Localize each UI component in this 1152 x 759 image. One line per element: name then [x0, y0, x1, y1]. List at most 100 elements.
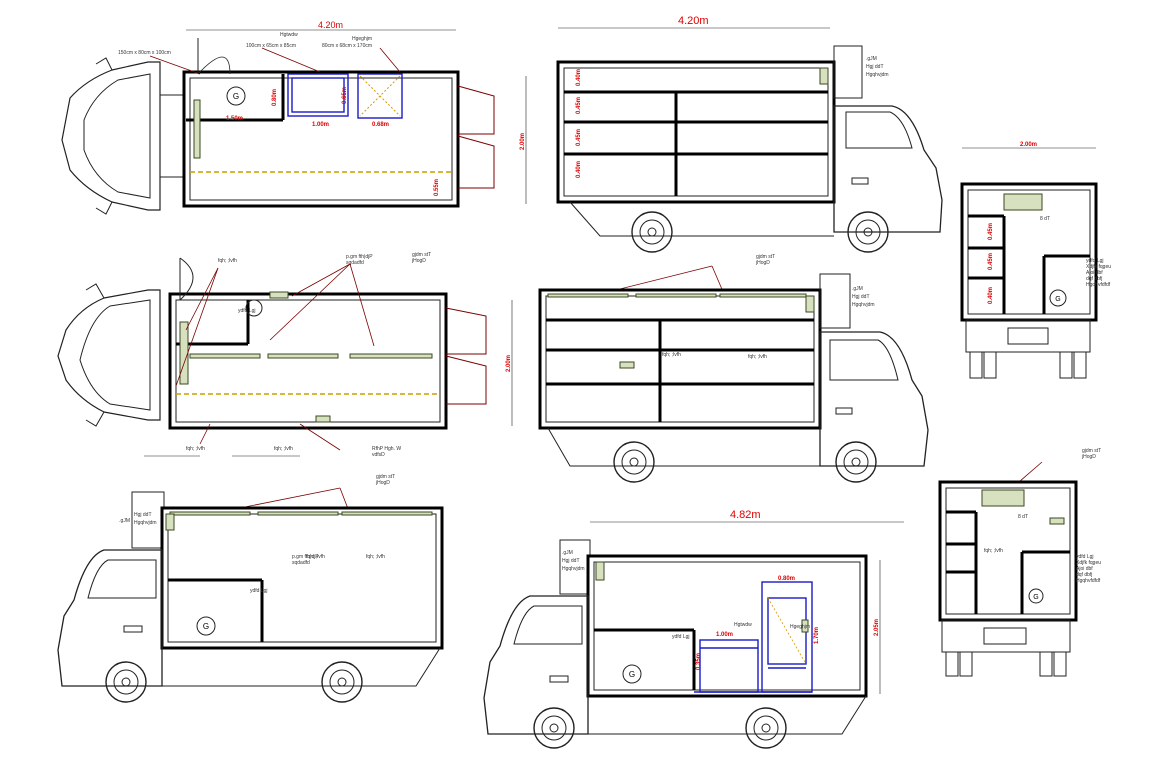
bot-side-note-c: p.gm fth|djP [292, 554, 319, 560]
side-top-shelf3: 0.45m [576, 129, 582, 146]
bot-side-note-e2: fqh; ;lvfh [366, 554, 385, 560]
mid-plan-width-dim: 2.00m [506, 355, 512, 372]
rear-ac-label: 8 dT [1040, 216, 1050, 222]
bl-cab-note-b: Hgj ddT [134, 512, 152, 518]
top-plan-width-dim: 2.00m [520, 133, 526, 150]
bot-mid-note: ydfd Lgj [672, 634, 690, 640]
interior-box-outline [168, 292, 448, 430]
mid-plan-note-g: vdfsD [372, 452, 385, 458]
mid-plan-note-h: ydfd Lgj [238, 308, 256, 314]
side-top-shelf4: 0.40m [576, 161, 582, 178]
rear-note-d: dqf dbfj [1086, 276, 1102, 282]
bot-side-note-e: fqh; ;lvfh [306, 554, 325, 560]
mid-plan-note-d: p.gm fth|djP [346, 254, 373, 260]
mid-side-note-c2: fqh; ;lvfh [748, 354, 767, 360]
bot-rear-note-a: gjdm stT [1082, 448, 1101, 454]
side-top-cab [833, 105, 943, 233]
rear-generator-label: G [1055, 296, 1060, 303]
rear-view-bottom: gjdm stT jHogD 8 dT G fqh; ;lvfh ydfd Lg… [938, 448, 1101, 677]
cab-note-c: Hgqhvjdm [866, 72, 889, 78]
counter-unit-b [287, 73, 349, 117]
br-note-a: ydfd Lgj [1076, 554, 1094, 560]
mid-plan-note-c2: fqh; ;lvfh [186, 446, 205, 452]
mid-plan-note-f: RfhP Hgh. W [372, 446, 401, 452]
bot-ac-unit-icon [981, 489, 1025, 507]
bot-rear-note-b: jHogD [1081, 454, 1096, 460]
rear-d1: 0.45m [988, 223, 994, 240]
br-note-e: Hgqhvfdfdf [1076, 578, 1101, 584]
cab-outline [61, 61, 161, 211]
mid-cab-note-c: Hgqhvjdm [852, 302, 875, 308]
mid-cab-note-a: .gJM [852, 286, 863, 292]
generator-symbol [226, 86, 246, 106]
rear-view-top: 2.00m 8 dT G 0.45m 0.45m 0.40m ydfd Lgj … [960, 142, 1111, 379]
top-plan-cap-b: Hgtwdw [280, 32, 298, 38]
top-plan-item-c: 80cm x 68cm x 170cm [322, 43, 372, 49]
side-top-length-dim: 4.20m [678, 15, 709, 27]
mid-side-note-c: fqh; ;lvfh [662, 352, 681, 358]
fridge-unit-c [357, 73, 403, 119]
side-top-box [556, 60, 836, 204]
mid-plan-note-c: fqh; ;lvfh [218, 258, 237, 264]
side-elevation-top: 4.20m 0.40m 0.45m 0.45m 0.40m .gJM Hgj d… [556, 15, 943, 253]
top-plan-h3: 0.55m [434, 179, 440, 196]
cab-note-b: Hgj ddT [866, 64, 884, 70]
bc-cab-note-a: .gJM [562, 550, 573, 556]
br-generator-label: G [1033, 594, 1038, 601]
rear-note-e: Hgqhvfdfdf [1086, 282, 1111, 288]
bot-rear-ac: 8 dT [1018, 514, 1028, 520]
bot-mid-cap: Hgtwdw [734, 622, 752, 628]
top-plan-item-b: 100cm x 65cm x 85cm [246, 43, 296, 49]
mid-plan-note-e: sqdadfd [346, 260, 364, 266]
interior-plan-view: fqh; ;lvfh p.gm fth|djP sqdadfd gjdm stT… [57, 252, 513, 458]
bot-mid-height-dim: 2.05m [874, 619, 880, 636]
rear-d2: 0.45m [988, 253, 994, 270]
top-plan-h1: 0.80m [272, 89, 278, 106]
mid-side-note-a: gjdm stT [756, 254, 775, 260]
side-mid-box [538, 288, 822, 430]
side-elevation-middle: gjdm stT jHogD fqh; ;lvfh fqh; ;lvfh .gJ… [538, 254, 929, 483]
bc-box [586, 554, 868, 698]
bl-generator-label: G [203, 622, 209, 631]
mid-plan-note-b: jHogD [411, 258, 426, 264]
bl-cab-note-a: .gJM [119, 518, 130, 524]
bot-mid-d1: 0.80m [778, 576, 795, 582]
top-plan-d3: 0.68m [372, 122, 389, 128]
mid-side-note-b: jHogD [755, 260, 770, 266]
bot-mid-length-dim: 4.82m [730, 509, 761, 521]
cargo-box-outline [182, 70, 460, 208]
ac-unit-icon [1003, 193, 1043, 211]
bot-side-note-a: gjdm stT [376, 474, 395, 480]
top-plan-length-dim: 4.20m [318, 20, 343, 30]
top-plan-view: G 4.20m 150cm x 80cm x 100cm 100cm x 65c… [61, 20, 527, 215]
cab-note-a: .gJM [866, 56, 877, 62]
top-plan-item-a: 150cm x 80cm x 100cm [118, 50, 171, 56]
rear-note-a: ydfd Lgj [1086, 258, 1104, 264]
mid-cab-note-b: Hgj ddT [852, 294, 870, 300]
bot-mid-cap2: Hgeghjm [790, 624, 810, 630]
br-note-b: Xdjfk fqgeu [1076, 560, 1101, 566]
generator-label: G [233, 92, 239, 101]
bot-mid-d3: 0.35m [696, 653, 702, 670]
mid-plan-note-a: gjdm stT [412, 252, 431, 258]
bl-box [160, 506, 444, 650]
bot-mid-d2: 1.00m [716, 632, 733, 638]
br-note-c: Ajoi dbf [1076, 566, 1093, 572]
top-plan-d1: 1.50m [226, 116, 243, 122]
side-elevation-bottom-left: gjdm stT jHogD .gJM Hgj ddT Hgqhvjdm G p… [57, 474, 444, 703]
rear-note-c: Ajoi dbf [1086, 270, 1103, 276]
side-top-shelf1: 0.40m [576, 69, 582, 86]
mid-plan-note-c3: fqh; ;lvfh [274, 446, 293, 452]
bot-side-note-f: ydfd Lgj [250, 588, 268, 594]
side-elevation-bottom-center: 4.82m .gJM Hgj ddT Hgqhvjdm G 0.80m 1.00… [483, 509, 904, 749]
br-note-d: dqf dbfj [1076, 572, 1092, 578]
bot-side-note-b: jHogD [375, 480, 390, 486]
rear-d3: 0.40m [988, 287, 994, 304]
bc-generator-label: G [629, 670, 635, 679]
top-plan-d2: 1.00m [312, 122, 329, 128]
bot-rear-note-c: fqh; ;lvfh [984, 548, 1003, 554]
bc-cab-note-b: Hgj ddT [562, 558, 580, 564]
bc-cab-note-c: Hgqhvjdm [562, 566, 585, 572]
bot-mid-d4: 1.70m [814, 627, 820, 644]
